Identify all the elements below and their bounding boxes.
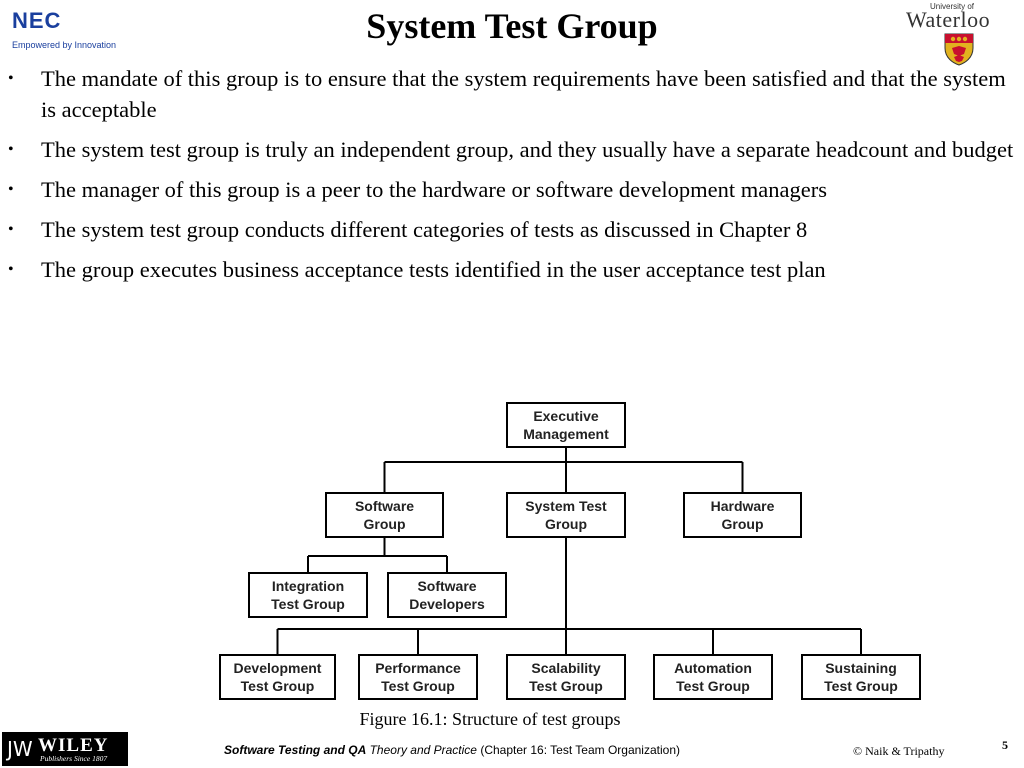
org-node-label: Executive bbox=[533, 408, 599, 424]
bullet-item: • The system test group conducts differen… bbox=[8, 214, 1018, 245]
bullet-text: The group executes business acceptance t… bbox=[41, 257, 826, 282]
wiley-mark-icon: JW bbox=[7, 737, 33, 761]
footer-book-title: Software Testing and QA bbox=[224, 743, 367, 757]
bullet-item: • The mandate of this group is to ensure … bbox=[8, 63, 1018, 125]
org-node-label: Automation bbox=[674, 660, 752, 676]
slide-title: System Test Group bbox=[366, 6, 658, 46]
wiley-logo-name: WILEY bbox=[38, 735, 109, 756]
org-node-label: Sustaining bbox=[825, 660, 897, 676]
bullet-item: • The group executes business acceptance … bbox=[8, 254, 1018, 285]
bullet-text: The manager of this group is a peer to t… bbox=[41, 177, 827, 202]
org-node-label: Test Group bbox=[381, 678, 455, 694]
wiley-logo-subtitle: Publishers Since 1807 bbox=[40, 754, 108, 763]
footer-copyright: © Naik & Tripathy bbox=[853, 744, 945, 758]
org-node-label: Software bbox=[355, 498, 414, 514]
bullet-dot: • bbox=[8, 141, 14, 158]
bullet-text: The system test group conducts different… bbox=[41, 217, 808, 242]
org-node-box bbox=[325, 492, 444, 538]
crest-icon bbox=[944, 33, 974, 66]
footer-book-subtitle: Theory and Practice bbox=[369, 743, 477, 757]
bullet-dot: • bbox=[8, 221, 14, 238]
org-node-box bbox=[801, 654, 921, 700]
org-node-label: Group bbox=[722, 516, 764, 532]
org-node-box bbox=[683, 492, 802, 538]
org-node-box bbox=[248, 572, 368, 618]
footer-chapter: (Chapter 16: Test Team Organization) bbox=[480, 743, 680, 757]
wiley-logo: JW WILEY Publishers Since 1807 bbox=[2, 732, 128, 766]
org-node-label: Hardware bbox=[711, 498, 775, 514]
uw-logo-small-text: University of bbox=[930, 2, 975, 11]
bullet-item: • The manager of this group is a peer to … bbox=[8, 174, 1018, 205]
footer-book-info: Software Testing and QA Theory and Pract… bbox=[224, 743, 680, 757]
org-node-label: Test Group bbox=[241, 678, 315, 694]
bullet-dot: • bbox=[8, 181, 14, 198]
org-node-label: Software bbox=[417, 578, 476, 594]
org-chart-edges bbox=[276, 447, 862, 655]
org-node-box bbox=[358, 654, 478, 700]
org-node-box bbox=[506, 492, 626, 538]
org-node-box bbox=[506, 402, 626, 448]
org-node-box bbox=[506, 654, 626, 700]
page-number: 5 bbox=[1002, 738, 1008, 752]
org-node-label: Test Group bbox=[529, 678, 603, 694]
bullet-dot: • bbox=[8, 261, 14, 278]
org-node-box bbox=[387, 572, 507, 618]
bullet-dot: • bbox=[8, 70, 14, 87]
bullet-text: The system test group is truly an indepe… bbox=[41, 137, 1014, 162]
org-node-label: Integration bbox=[272, 578, 344, 594]
org-node-label: Test Group bbox=[676, 678, 750, 694]
org-node-label: Test Group bbox=[271, 596, 345, 612]
org-node-box bbox=[653, 654, 773, 700]
nec-tagline: Empowered by Innovation bbox=[12, 40, 117, 50]
org-node-label: Developers bbox=[409, 596, 485, 612]
bullet-list: • The mandate of this group is to ensure … bbox=[8, 63, 1018, 294]
bullet-item: • The system test group is truly an indep… bbox=[8, 134, 1018, 165]
org-node-label: System Test bbox=[525, 498, 607, 514]
org-node-label: Test Group bbox=[824, 678, 898, 694]
nec-logo: NEC bbox=[12, 8, 62, 33]
figure-caption: Figure 16.1: Structure of test groups bbox=[359, 709, 621, 729]
org-node-label: Scalability bbox=[531, 660, 600, 676]
org-node-label: Group bbox=[545, 516, 587, 532]
uw-logo-name: Waterloo bbox=[906, 7, 991, 32]
bullet-text: The mandate of this group is to ensure t… bbox=[41, 66, 1006, 122]
org-node-label: Group bbox=[364, 516, 406, 532]
org-node-label: Development bbox=[234, 660, 322, 676]
org-node-label: Management bbox=[523, 426, 609, 442]
org-node-label: Performance bbox=[375, 660, 461, 676]
org-node-box bbox=[219, 654, 336, 700]
